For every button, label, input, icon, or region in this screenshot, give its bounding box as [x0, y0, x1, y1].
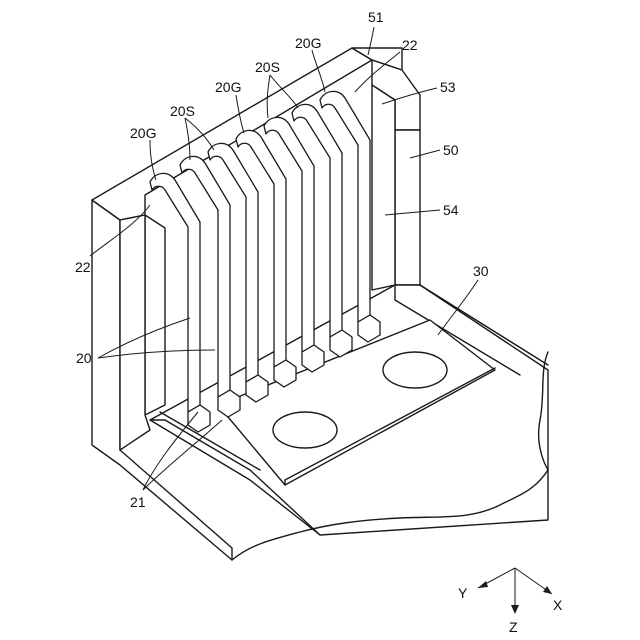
cavity-left-wall	[145, 215, 165, 415]
label-20: 20	[76, 350, 92, 366]
terminal-spring	[208, 143, 258, 382]
axis-indicator: Y X Z	[458, 568, 563, 635]
label-30: 30	[473, 263, 489, 279]
board-hole-front	[273, 412, 337, 448]
label-20S-upper: 20S	[255, 59, 280, 75]
label-20G-low: 20G	[130, 125, 156, 141]
axis-z-arrowhead	[511, 605, 519, 614]
terminal-spring	[292, 104, 342, 337]
inner-side-face	[372, 85, 395, 290]
label-50: 50	[443, 142, 459, 158]
label-53: 53	[440, 79, 456, 95]
cavity-left-frame	[120, 215, 150, 450]
axis-y-arrowhead	[478, 581, 488, 588]
label-20G-mid: 20G	[215, 79, 241, 95]
axis-x-label: X	[553, 597, 563, 613]
axis-x-arrowhead	[543, 586, 552, 594]
label-51: 51	[368, 9, 384, 25]
label-20S-lower: 20S	[170, 103, 195, 119]
axis-y-label: Y	[458, 585, 468, 601]
terminal-spring	[236, 130, 286, 367]
axis-z-label: Z	[509, 619, 518, 635]
board-hole-back	[383, 352, 447, 388]
label-22-top: 22	[402, 37, 418, 53]
terminal-spring	[264, 117, 314, 352]
housing-right-wall	[395, 130, 420, 285]
label-21: 21	[130, 494, 146, 510]
label-54: 54	[443, 202, 459, 218]
label-20G-top: 20G	[295, 35, 321, 51]
label-22-left: 22	[75, 259, 91, 275]
terminal-spring	[320, 91, 370, 322]
